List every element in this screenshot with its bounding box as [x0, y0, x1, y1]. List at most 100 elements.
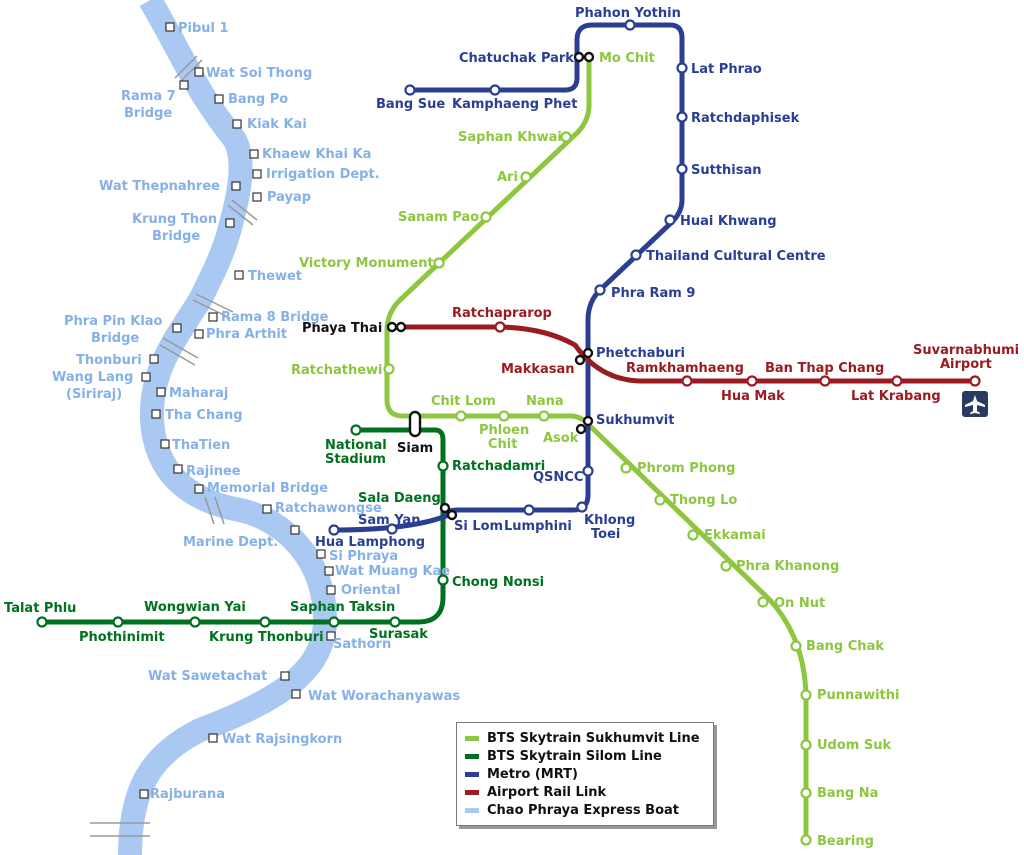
station-ratchaprarop[interactable]: [494, 321, 506, 333]
station-krung-thonburi[interactable]: [259, 616, 271, 628]
label-sathorn: Sathorn: [333, 637, 391, 652]
station-phothinimit[interactable]: [112, 616, 124, 628]
station-sanam-pao[interactable]: [480, 211, 492, 223]
station-ratchathewi[interactable]: [383, 363, 395, 375]
label-rama-8-bridge: Rama 8 Bridge: [221, 310, 329, 325]
station-chit-lom[interactable]: [455, 410, 467, 422]
label-wat-worachanyawas: Wat Worachanyawas: [308, 689, 460, 704]
station-bearing[interactable]: [800, 834, 812, 846]
station-punnawithi[interactable]: [800, 689, 812, 701]
map-legend: BTS Skytrain Sukhumvit Line BTS Skytrain…: [456, 722, 714, 826]
station-kamphaeng-phet[interactable]: [489, 84, 501, 96]
label-wat-muang-kae: Wat Muang Kae: [335, 564, 450, 579]
station-wongwian-yai[interactable]: [189, 616, 201, 628]
interchanges: [386, 51, 595, 521]
station-saphan-khwai[interactable]: [560, 131, 572, 143]
station-surasak[interactable]: [389, 616, 401, 628]
station-phloen-chit[interactable]: [498, 410, 510, 422]
label-stadium: Stadium: [325, 452, 386, 467]
label-toei: Toei: [591, 527, 620, 542]
station-huai-khwang[interactable]: [664, 214, 676, 226]
station-lat-phrao[interactable]: [676, 62, 688, 74]
label-sanam-pao: Sanam Pao: [398, 210, 479, 225]
airport-rail-link: [387, 324, 975, 384]
label-suvarnabhumi: Suvarnabhumi: [913, 343, 1019, 358]
label-makkasan: Makkasan: [501, 362, 575, 377]
label-siriraj: (Siriraj): [66, 387, 122, 402]
station-bang-chak[interactable]: [790, 640, 802, 652]
label-bang-po: Bang Po: [228, 92, 288, 107]
legend-item-silom: BTS Skytrain Silom Line: [457, 747, 713, 765]
station-hua-lamphong[interactable]: [328, 524, 340, 536]
interchange-mo-chit[interactable]: [573, 51, 595, 63]
station-on-nut[interactable]: [757, 596, 769, 608]
station-ekkamai[interactable]: [687, 529, 699, 541]
label-rama-7-bridge: Bridge: [124, 106, 172, 121]
label-tha-chang: Tha Chang: [165, 408, 243, 423]
label-ban-thap-chang: Ban Thap Chang: [765, 361, 884, 376]
station-ari[interactable]: [520, 171, 532, 183]
station-sutthisan[interactable]: [676, 163, 688, 175]
label-saphan-taksin: Saphan Taksin: [290, 600, 395, 615]
station-talat-phlu[interactable]: [36, 616, 48, 628]
label-phra-arthit: Phra Arthit: [206, 327, 287, 342]
label-krung-thon-bridge: Bridge: [152, 229, 200, 244]
chao-phraya-river: [118, 0, 338, 855]
mrt-labels: Bang Sue Kamphaeng Phet Chatuchak Park P…: [315, 6, 826, 550]
station-ratchadamri[interactable]: [437, 460, 449, 472]
sukhumvit-line: [384, 57, 809, 840]
legend-swatch: [465, 753, 479, 759]
label-wat-rajsingkorn: Wat Rajsingkorn: [222, 732, 342, 747]
label-ari: Ari: [497, 170, 518, 185]
station-ban-thap-chang[interactable]: [819, 375, 831, 387]
station-nana[interactable]: [538, 410, 550, 422]
legend-label: BTS Skytrain Silom Line: [487, 748, 662, 764]
label-on-nut: On Nut: [774, 596, 825, 611]
label-phetchaburi: Phetchaburi: [596, 346, 685, 361]
station-hua-mak[interactable]: [746, 375, 758, 387]
legend-label: Metro (MRT): [487, 766, 578, 782]
label-krung-thon: Krung Thon: [132, 212, 217, 227]
interchange-siam[interactable]: [408, 410, 422, 438]
station-ratchadaphisek[interactable]: [676, 111, 688, 123]
label-wongwian-yai: Wongwian Yai: [144, 600, 246, 615]
label-sam-yan: Sam Yan: [358, 513, 420, 528]
station-chong-nonsi[interactable]: [437, 574, 449, 586]
station-bang-sue[interactable]: [404, 84, 416, 96]
station-phrom-phong[interactable]: [620, 462, 632, 474]
station-udom-suk[interactable]: [800, 739, 812, 751]
station-ramkhamhaeng[interactable]: [681, 375, 693, 387]
label-si-lom: Si Lom: [454, 519, 503, 534]
station-thailand-cultural-centre[interactable]: [630, 249, 642, 261]
station-national-stadium[interactable]: [350, 424, 362, 436]
interchange-sala-daeng[interactable]: [439, 502, 458, 521]
station-lat-krabang[interactable]: [891, 375, 903, 387]
label-chatuchak-park: Chatuchak Park: [459, 51, 574, 66]
label-phra-khanong: Phra Khanong: [736, 559, 839, 574]
interchange-labels: Phaya Thai Siam: [302, 321, 433, 456]
station-khlong-toei[interactable]: [576, 501, 588, 513]
station-phahon-yothin[interactable]: [624, 19, 636, 31]
label-siam: Siam: [397, 441, 433, 456]
station-phra-ram-9[interactable]: [594, 284, 606, 296]
label-phothinimit: Phothinimit: [79, 630, 165, 645]
label-hua-lamphong: Hua Lamphong: [315, 535, 425, 550]
interchange-makkasan[interactable]: [574, 347, 594, 366]
label-ratchadaphisek: Ratchdaphisek: [691, 111, 800, 126]
silom-stations: [36, 424, 449, 628]
legend-item-mrt: Metro (MRT): [457, 765, 713, 783]
station-phra-khanong[interactable]: [720, 560, 732, 572]
airport-stations: [494, 321, 981, 387]
label-nana: Nana: [526, 394, 564, 409]
label-chong-nonsi: Chong Nonsi: [452, 575, 544, 590]
interchange-asok[interactable]: [575, 415, 594, 435]
station-sam-yan[interactable]: [386, 523, 398, 535]
station-lumphini[interactable]: [523, 504, 535, 516]
station-qsncc[interactable]: [582, 465, 594, 477]
station-suvarnabhumi[interactable]: [969, 375, 981, 387]
station-thong-lo[interactable]: [654, 494, 666, 506]
station-saphan-taksin[interactable]: [328, 616, 340, 628]
station-victory-monument[interactable]: [433, 257, 445, 269]
interchange-phaya-thai[interactable]: [386, 321, 407, 333]
station-bang-na[interactable]: [800, 787, 812, 799]
